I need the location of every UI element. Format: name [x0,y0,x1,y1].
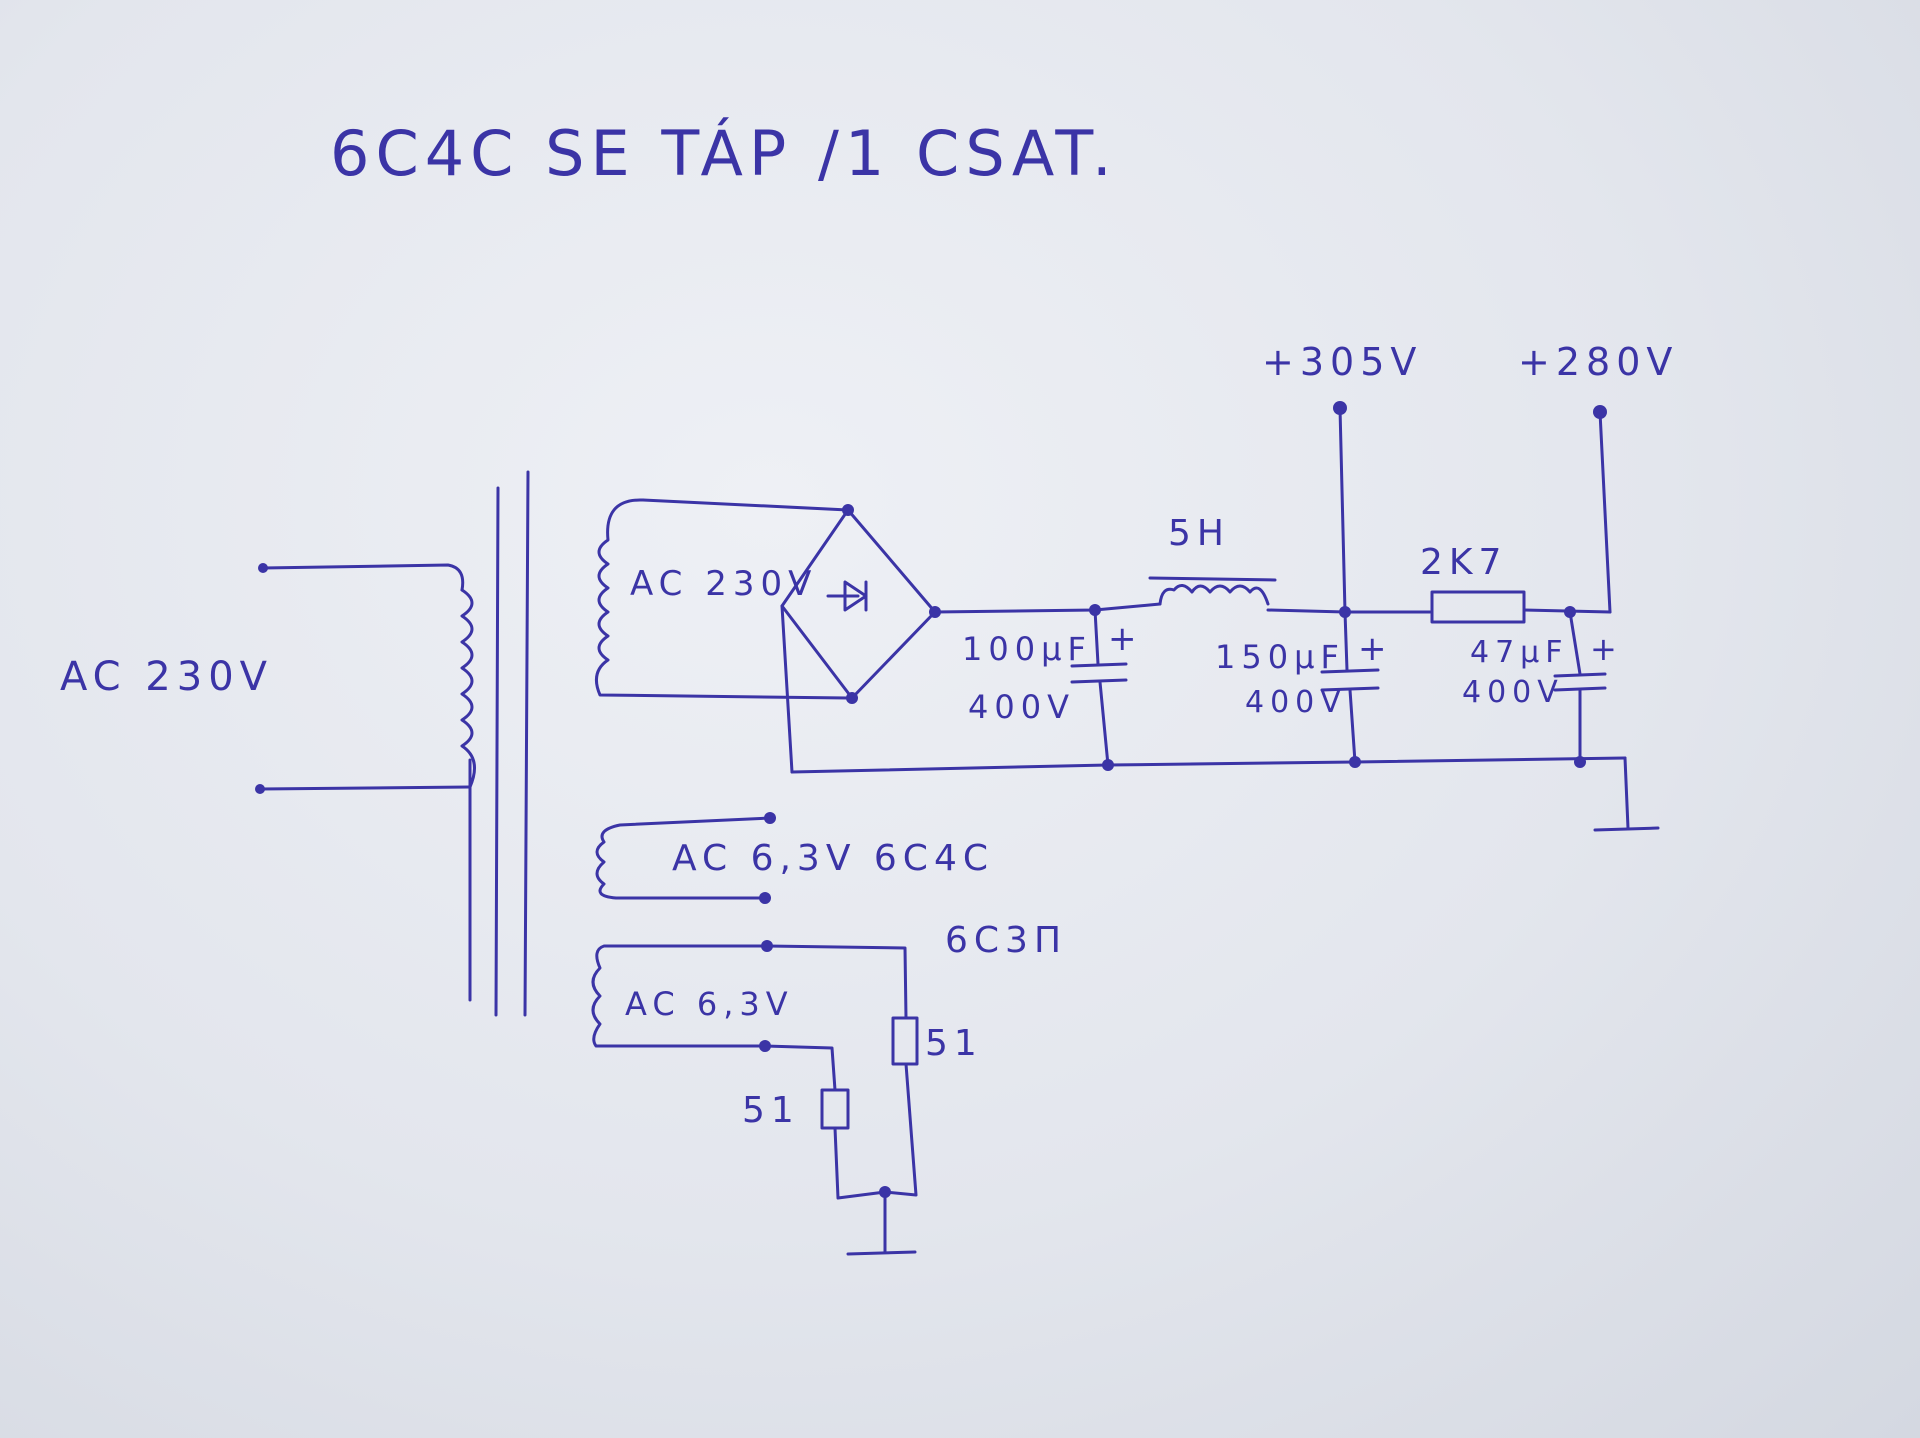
primary-winding [460,588,476,789]
hv-lead-top [641,498,850,512]
cap3-plate-top [1553,672,1607,678]
heater1-label: AC 6,3V 6C4C [672,838,994,879]
ground-junction-1 [1102,759,1114,771]
heater2-tube-label: 6C3П [945,920,1067,961]
heater1-terminal-bottom [759,892,771,904]
title-text: 6C4C SE TÁP /1 CSAT. [330,116,1118,190]
ground-drop [1623,756,1630,830]
hv-winding [594,498,850,700]
cap2-lead-top [1343,610,1349,672]
capacitor-150uf: + 150µF 400V [1215,610,1393,764]
heater1-coil [595,816,772,900]
transformer: AC 230V [60,470,530,1017]
resistor-label: 2K7 [1420,542,1507,583]
heater2-coil [591,944,769,1048]
resistor-51-right [891,1016,919,1066]
cap2-lead-bottom [1348,688,1357,764]
cap1-lead-top [1093,608,1100,666]
bridge-node-bottom [846,692,858,704]
resistor-right-label: 51 [925,1023,983,1064]
secondary-hv-label: AC 230V [630,564,817,604]
diode-icon [826,580,868,612]
cap2-plate-top [1320,668,1380,674]
heater2-left-lead [763,1044,837,1092]
ground-junction-2 [1349,756,1361,768]
bridge-negative-lead [780,604,794,774]
mains-input-label: AC 230V [60,654,273,700]
resistor-51-left [820,1088,850,1130]
primary-lead-bottom [258,785,472,791]
ground-rail [790,756,1627,774]
rail-305-label: +305V [1262,340,1422,384]
rail-280-wire [1598,410,1612,614]
cap2-value-label: 150µF [1215,638,1345,676]
cap1-value-label: 100µF [962,630,1092,668]
cap3-lead-top [1568,610,1582,676]
cap1-plus: + [1108,619,1143,659]
core-line-right [523,470,530,1017]
b-plus-wire-1 [933,602,1162,614]
cap3-value-label: 47µF [1470,635,1569,670]
cap2-plus: + [1358,629,1393,669]
hv-secondary: AC 230V [594,498,850,700]
heater2-right-lead [765,944,908,1020]
cap1-lead-bottom [1098,680,1110,767]
choke-label: 5H [1168,513,1230,554]
resistor-2k7 [1430,590,1526,624]
bridge-rectifier [780,504,941,774]
cap3-voltage-label: 400V [1462,675,1564,710]
primary-lead-top [261,563,465,592]
bridge-diamond [780,508,937,700]
heater2-right-return [883,1062,918,1197]
capacitor-47uf: + 47µF 400V [1462,606,1623,764]
choke-inductor [1158,584,1270,606]
heater2-ground-symbol [846,1250,917,1256]
cap1-plate-top [1070,662,1128,668]
choke-top-line [1148,576,1277,582]
rail-305-wire [1338,406,1347,614]
cap3-plus: + [1590,630,1623,668]
bridge-node-top [842,504,854,516]
wiring: 6C4C SE TÁP /1 CSAT. AC 230V AC 230V [60,116,1678,1256]
heater-winding-1: AC 6,3V 6C4C [595,812,994,904]
cap2-voltage-label: 400V [1245,685,1347,720]
ground-symbol [1593,826,1660,832]
core-line-left [494,486,500,1017]
heater2-left-return [833,1126,887,1200]
rail-280-terminal [1593,405,1607,419]
cap1-voltage-label: 400V [968,688,1075,726]
heater-winding-2: AC 6,3V 6C3П 51 51 [591,920,1067,1256]
heater2-label: AC 6,3V [625,985,794,1023]
rail-280-label: +280V [1518,340,1678,384]
capacitor-100uf: + 100µF 400V [962,604,1143,767]
resistor-left-label: 51 [742,1090,800,1131]
ground-junction-3 [1574,756,1586,768]
heater1-terminal-top [764,812,776,824]
rail-305-terminal [1333,401,1347,415]
